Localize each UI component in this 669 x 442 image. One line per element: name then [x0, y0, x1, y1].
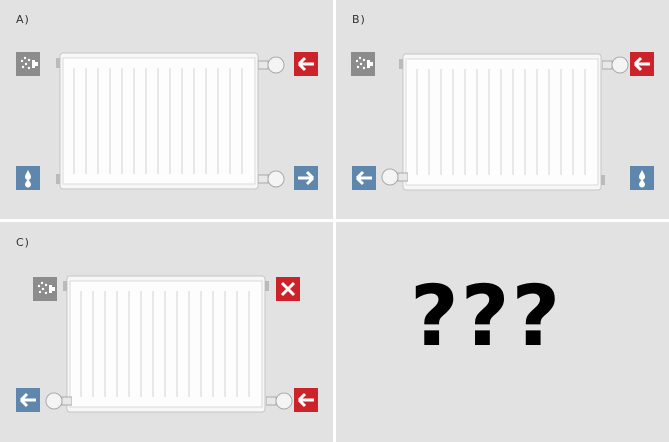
air-vent-icon [16, 52, 40, 76]
radiator [399, 53, 605, 191]
air-vent-icon [351, 52, 375, 76]
panel-label-a: A) [16, 13, 30, 26]
panel-label-c: C) [16, 236, 30, 249]
arrow-left-blue-icon [16, 388, 40, 412]
radiator [56, 52, 259, 190]
radiator [63, 275, 269, 413]
arrow-left-red-icon [294, 52, 318, 76]
arrow-left-blue-icon [352, 166, 376, 190]
valve [381, 168, 408, 186]
valve [258, 56, 285, 74]
panel-label-b: B) [352, 13, 366, 26]
valve [45, 392, 72, 410]
valve [602, 56, 629, 74]
panel-a: A) [0, 0, 333, 219]
panel-c: C) [0, 222, 333, 442]
water-drop-icon [16, 166, 40, 190]
air-vent-icon [33, 277, 57, 301]
x-red-icon [276, 277, 300, 301]
arrow-left-red-icon [294, 388, 318, 412]
arrow-left-red-icon [630, 52, 654, 76]
valve [266, 392, 293, 410]
water-drop-icon [630, 166, 654, 190]
valve [258, 170, 285, 188]
panel-d: ??? [336, 222, 669, 442]
panel-b: B) [336, 0, 669, 219]
arrow-right-blue-icon [294, 166, 318, 190]
question-marks: ??? [410, 267, 563, 365]
